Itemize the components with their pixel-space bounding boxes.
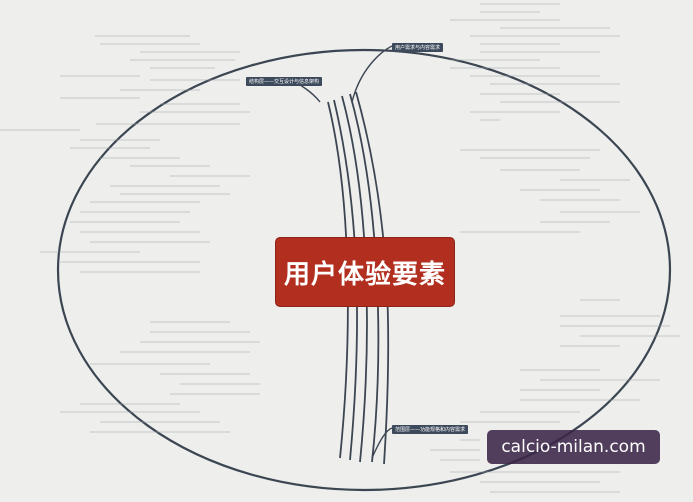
branch-user-needs: 用户需求与内容需求 (392, 43, 444, 52)
watermark-text: calcio-milan.com (501, 437, 646, 457)
leaf-lines (0, 3, 680, 493)
central-topic: 用户体验要素 (276, 238, 454, 306)
branch-scope-layer: 范围层——功能规格和内容需求 (392, 425, 469, 434)
branch-structure-layer: 结构层——交互设计与信息架构 (246, 77, 323, 86)
central-topic-title: 用户体验要素 (283, 259, 446, 290)
watermark: calcio-milan.com (487, 430, 660, 464)
ellipse-outline (56, 48, 672, 492)
